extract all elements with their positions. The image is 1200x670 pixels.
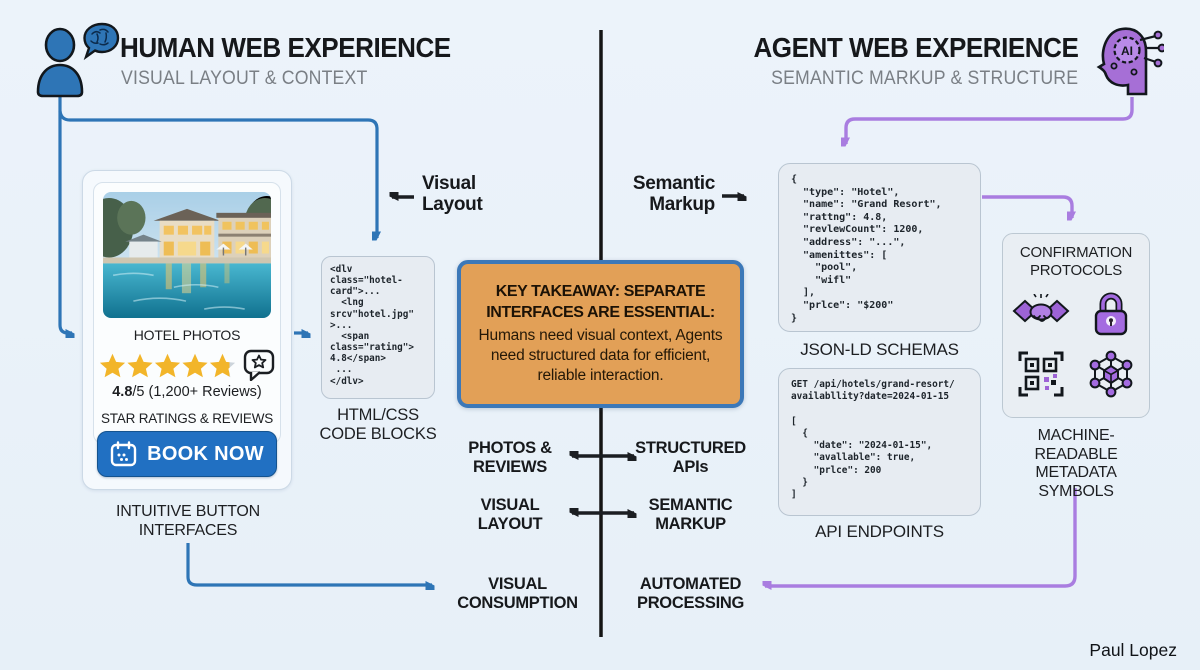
visual-layout-label: Visual Layout [422, 173, 483, 215]
semantic-markup-label: Semantic Markup [632, 173, 715, 215]
api-code: GET /api/hotels/grand-resort/ availablli… [791, 379, 955, 500]
star-ratings-reviews-label: STAR RATINGS & REVIEWS [100, 411, 274, 426]
star-icons [99, 353, 235, 377]
takeaway-heading: KEY TAKEAWAY: SEPARATE INTERFACES ARE ES… [486, 282, 715, 321]
human-title: HUMAN WEB EXPERIENCE [120, 32, 451, 63]
confirmation-title: CONFIRMATION PROTOCOLS [1019, 244, 1133, 280]
automated-processing-label: AUTOMATED PROCESSING [636, 575, 745, 613]
jsonld-code: { "type": "Hotel", "name": "Grand Resort… [791, 174, 942, 324]
ai-head-icon: AI [1092, 24, 1167, 103]
book-now-button[interactable]: BOOK NOW [97, 431, 277, 477]
key-takeaway-box: KEY TAKEAWAY: SEPARATE INTERFACES ARE ES… [457, 260, 744, 408]
calendar-icon [110, 441, 137, 467]
jsonld-caption: JSON-LD SCHEMAS [800, 340, 959, 359]
svg-text:AI: AI [1121, 44, 1133, 58]
hotel-card-inner-panel: HOTEL PHOTOS [93, 182, 281, 444]
network-nodes-icon [1081, 348, 1141, 400]
human-to-card-line [58, 96, 72, 333]
hotel-photos-label: HOTEL PHOTOS [133, 327, 241, 343]
html-css-code-block: <dlv class="hotel- card">... <lng srcv"h… [321, 256, 435, 399]
metadata-symbols-caption: MACHINE-READABLE METADATA SYMBOLS [1034, 427, 1118, 500]
brain-bubble-icon [78, 22, 120, 67]
semantic-markup-pair-label: SEMANTIC MARKUP [648, 496, 733, 534]
qr-code-icon [1011, 348, 1071, 400]
metadata-to-processing-line [765, 488, 1077, 586]
human-to-codeblock-line [58, 110, 377, 238]
book-now-label: BOOK NOW [147, 442, 264, 465]
api-code-block: GET /api/hotels/grand-resort/ availablli… [778, 368, 981, 516]
rating-rest: /5 (1,200+ Reviews) [132, 384, 262, 400]
visual-layout-pair-label: VISUAL LAYOUT [477, 496, 543, 534]
takeaway-body: Humans need visual context, Agents need … [478, 326, 723, 384]
visual-consumption-label: VISUAL CONSUMPTION [457, 575, 578, 613]
hotel-card: HOTEL PHOTOS [82, 170, 292, 490]
protocol-icons-grid [1003, 288, 1149, 400]
interfaces-to-consumption-line [186, 543, 432, 585]
confirmation-protocols-box: CONFIRMATION PROTOCOLS [1002, 233, 1150, 418]
padlock-icon [1081, 288, 1141, 340]
jsonld-code-block: { "type": "Hotel", "name": "Grand Resort… [778, 163, 981, 332]
review-bubble-icon [243, 349, 274, 381]
api-caption: API ENDPOINTS [815, 522, 944, 541]
intuitive-interfaces-caption: INTUITIVE BUTTON INTERFACES [115, 503, 261, 539]
jsonld-to-confirmation-line [982, 195, 1072, 218]
person-icon [33, 26, 105, 105]
human-subtitle: VISUAL LAYOUT & CONTEXT [121, 68, 368, 89]
agent-title: AGENT WEB EXPERIENCE [753, 32, 1078, 63]
hotel-photo [103, 192, 271, 318]
html-css-caption: HTML/CSS CODE BLOCKS [319, 406, 437, 444]
handshake-icon [1011, 288, 1071, 340]
agent-to-jsonld-line [846, 97, 1134, 144]
rating-value: 4.8 [112, 384, 133, 400]
photos-reviews-label: PHOTOS & REVIEWS [468, 439, 552, 477]
html-css-code: <dlv class="hotel- card">... <lng srcv"h… [330, 264, 414, 387]
agent-subtitle: SEMANTIC MARKUP & STRUCTURE [770, 68, 1078, 89]
rating-text: 4.8/5 (1,200+ Reviews) [94, 384, 280, 400]
structured-apis-label: STRUCTURED APIs [635, 439, 746, 477]
star-rating [94, 349, 280, 381]
author-credit: Paul Lopez [1089, 640, 1177, 660]
